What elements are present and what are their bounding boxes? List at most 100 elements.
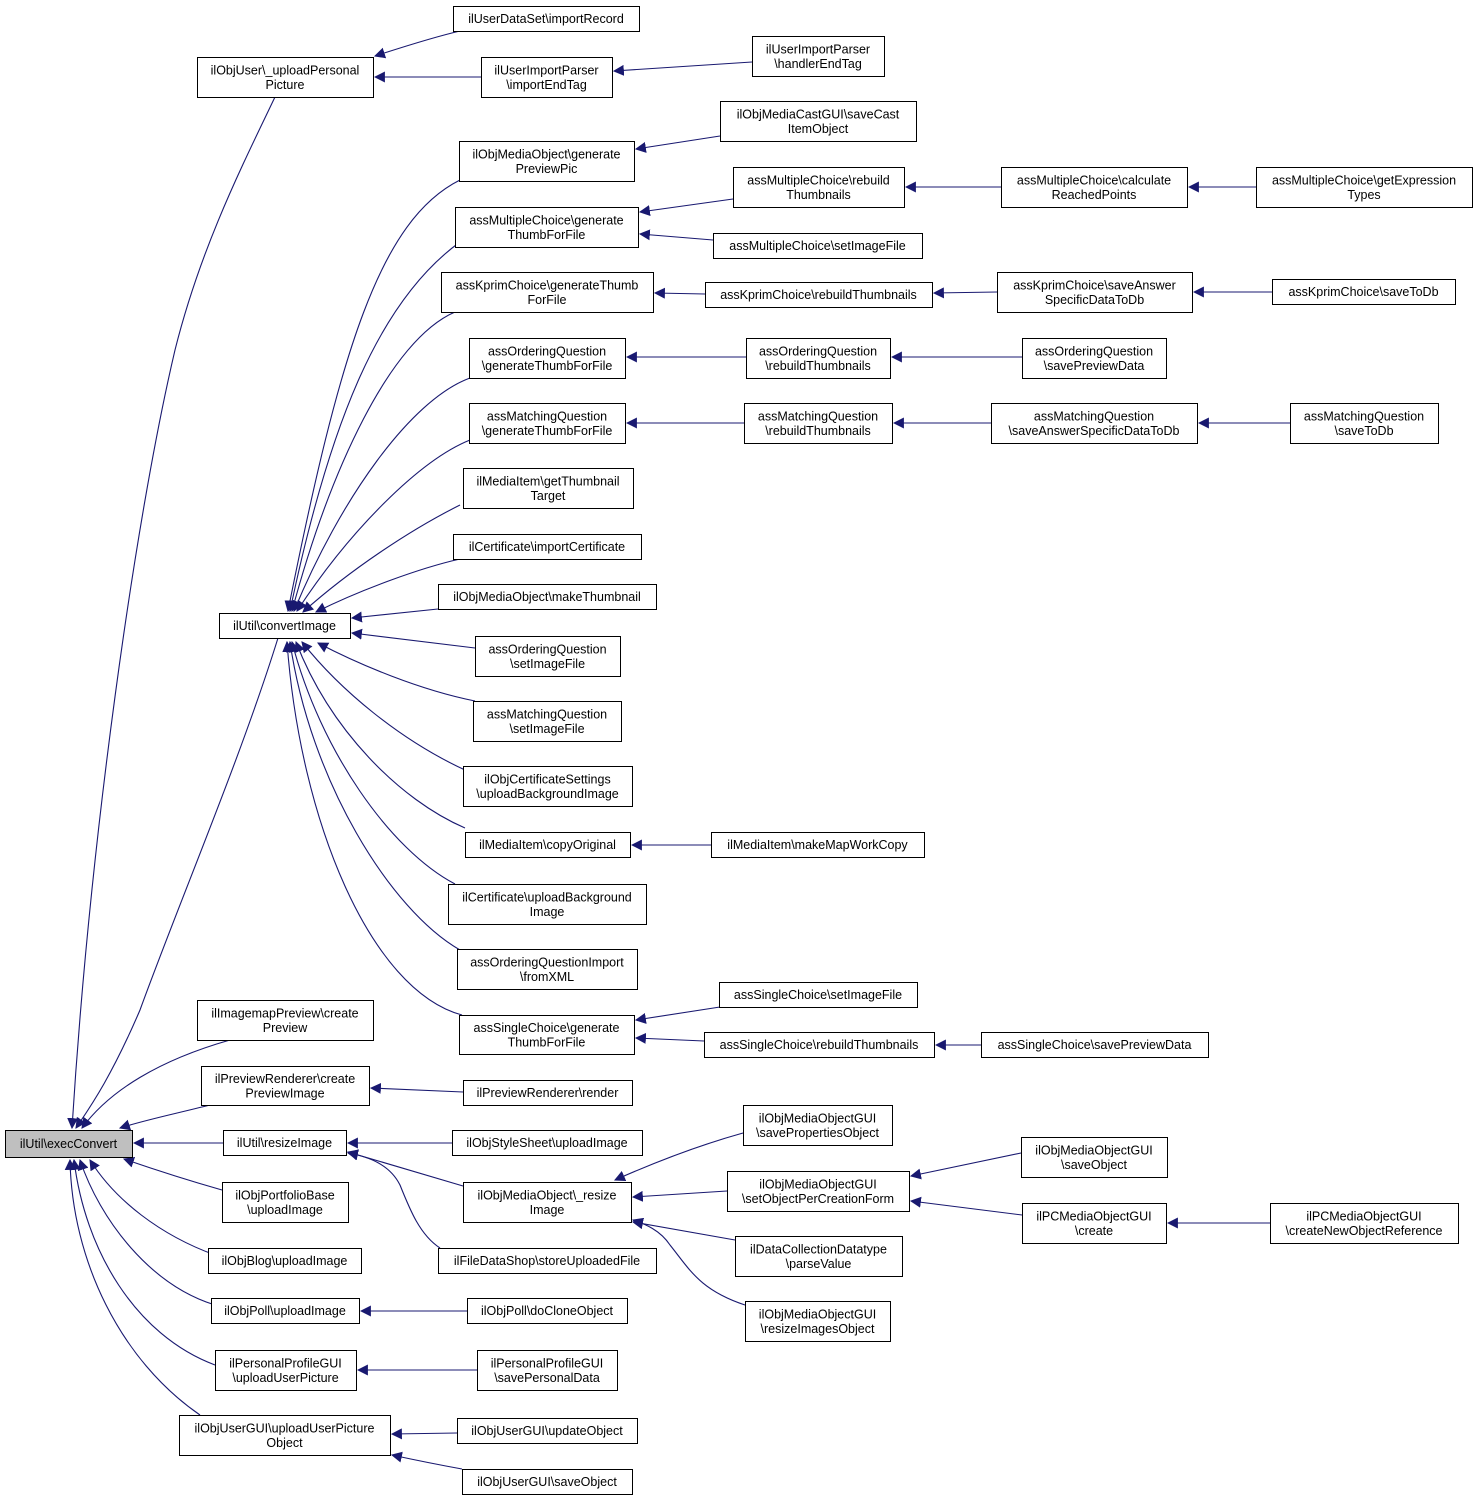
node-mc-rebuild-thumbs[interactable]: assMultipleChoice\rebuildThumbnails: [733, 167, 905, 208]
node-kp-save-to-db[interactable]: assKprimChoice\saveToDb: [1272, 279, 1456, 305]
node-label: assOrderingQuestion: [1035, 344, 1153, 358]
node-mq-save-to-db[interactable]: assMatchingQuestion\saveToDb: [1290, 403, 1439, 444]
node-poll-upload[interactable]: ilObjPoll\uploadImage: [211, 1298, 360, 1324]
node-sc-generate-thumb[interactable]: assSingleChoice\generateThumbForFile: [459, 1015, 635, 1055]
node-user-gui-update[interactable]: ilObjUserGUI\updateObject: [457, 1418, 638, 1444]
node-profile-save[interactable]: ilPersonalProfileGUI\savePersonalData: [477, 1350, 618, 1391]
node-sc-rebuild-thumbs[interactable]: assSingleChoice\rebuildThumbnails: [704, 1032, 935, 1058]
node-cert-settings-upload[interactable]: ilObjCertificateSettings\uploadBackgroun…: [463, 766, 633, 807]
node-user-gui-save[interactable]: ilObjUserGUI\saveObject: [462, 1469, 633, 1495]
node-mi-copy-original[interactable]: ilMediaItem\copyOriginal: [465, 832, 631, 858]
node-label: ilObjPoll\doCloneObject: [481, 1304, 614, 1318]
node-mog-resize-images[interactable]: ilObjMediaObjectGUI\resizeImagesObject: [745, 1301, 891, 1342]
node-mog-save-props[interactable]: ilObjMediaObjectGUI\savePropertiesObject: [743, 1105, 893, 1146]
node-label: ilMediaItem\getThumbnail: [476, 474, 619, 488]
node-label: assKprimChoice\saveToDb: [1288, 285, 1438, 299]
edge-kp-generate-thumb-to-convert-image: [289, 311, 456, 613]
node-oq-generate-thumb[interactable]: assOrderingQuestion\generateThumbForFile: [469, 338, 626, 379]
node-box: [215, 1350, 357, 1391]
node-profile-upload[interactable]: ilPersonalProfileGUI\uploadUserPicture: [215, 1350, 357, 1391]
node-import-record[interactable]: ilUserDataSet\importRecord: [453, 6, 640, 32]
node-mo-resize[interactable]: ilObjMediaObject\_resizeImage: [463, 1182, 632, 1223]
node-label: assOrderingQuestion: [759, 344, 877, 358]
edge-convert-image-to-exec-convert: [75, 637, 279, 1129]
node-cert-upload-bg[interactable]: ilCertificate\uploadBackgroundImage: [448, 884, 647, 925]
node-blog-upload[interactable]: ilObjBlog\uploadImage: [208, 1248, 362, 1274]
node-pcmog-create-new[interactable]: ilPCMediaObjectGUI\createNewObjectRefere…: [1270, 1203, 1459, 1244]
edge-blog-upload-to-exec-convert: [89, 1159, 216, 1256]
edge-mog-save-object-to-mog-set-obj-per: [909, 1152, 1022, 1180]
node-label: \saveToDb: [1334, 424, 1393, 438]
node-oq-import-from-xml[interactable]: assOrderingQuestionImport\fromXML: [457, 949, 638, 990]
node-poll-clone[interactable]: ilObjPoll\doCloneObject: [467, 1298, 628, 1324]
node-exec-convert[interactable]: ilUtil\execConvert: [5, 1130, 133, 1158]
node-box: [448, 884, 647, 925]
node-label: assMatchingQuestion: [1034, 409, 1154, 423]
node-box: [745, 1301, 891, 1342]
node-label: \saveObject: [1061, 1158, 1128, 1172]
edge-handler-end-tag-to-import-end-tag: [612, 61, 753, 76]
node-import-end-tag[interactable]: ilUserImportParser\importEndTag: [481, 57, 613, 98]
node-label: assMultipleChoice\generate: [469, 213, 623, 227]
node-mq-set-image-file[interactable]: assMatchingQuestion\setImageFile: [473, 701, 622, 742]
node-mc-set-image-file[interactable]: assMultipleChoice\setImageFile: [713, 233, 923, 259]
node-mq-generate-thumb[interactable]: assMatchingQuestion\generateThumbForFile: [469, 403, 626, 444]
node-label: ilPreviewRenderer\render: [477, 1086, 619, 1100]
node-mq-rebuild-thumbs[interactable]: assMatchingQuestion\rebuildThumbnails: [744, 403, 893, 444]
node-kp-generate-thumb[interactable]: assKprimChoice\generateThumbForFile: [441, 272, 654, 313]
node-mo-make-thumb[interactable]: ilObjMediaObject\makeThumbnail: [438, 584, 657, 610]
edge-sc-generate-thumb-to-convert-image: [282, 640, 463, 1016]
node-oq-save-preview[interactable]: assOrderingQuestion\savePreviewData: [1022, 338, 1167, 379]
node-mog-save-object[interactable]: ilObjMediaObjectGUI\saveObject: [1021, 1137, 1168, 1178]
node-pcmog-create[interactable]: ilPCMediaObjectGUI\create: [1022, 1203, 1167, 1244]
node-prev-render[interactable]: ilPreviewRenderer\render: [463, 1080, 633, 1106]
edge-import-record-to-upload-personal-picture: [373, 30, 461, 59]
node-kp-save-answer[interactable]: assKprimChoice\saveAnswerSpecificDataToD…: [997, 272, 1193, 313]
node-style-upload[interactable]: ilObjStyleSheet\uploadImage: [452, 1130, 643, 1156]
node-box: [997, 272, 1193, 313]
node-sc-save-preview[interactable]: assSingleChoice\savePreviewData: [981, 1032, 1209, 1058]
node-box: [462, 1469, 633, 1495]
node-oq-set-image-file[interactable]: assOrderingQuestion\setImageFile: [475, 636, 621, 677]
node-file-data-shop[interactable]: ilFileDataShop\storeUploadedFile: [438, 1248, 657, 1274]
node-resize-image[interactable]: ilUtil\resizeImage: [223, 1130, 347, 1156]
edge-portfolio-upload-to-exec-convert: [122, 1157, 223, 1191]
node-label: \uploadImage: [247, 1203, 323, 1217]
edge-file-data-shop-to-resize-image: [346, 1149, 441, 1249]
node-handler-end-tag[interactable]: ilUserImportParser\handlerEndTag: [752, 36, 885, 77]
node-oq-rebuild-thumbs[interactable]: assOrderingQuestion\rebuildThumbnails: [746, 338, 891, 379]
node-mog-set-obj-per[interactable]: ilObjMediaObjectGUI\setObjectPerCreation…: [727, 1171, 910, 1212]
node-label: SpecificDataToDb: [1045, 293, 1144, 307]
node-mc-generate-thumb[interactable]: assMultipleChoice\generateThumbForFile: [455, 207, 639, 248]
node-box: [705, 282, 933, 308]
node-kp-rebuild-thumbs[interactable]: assKprimChoice\rebuildThumbnails: [705, 282, 933, 308]
node-box: [197, 57, 374, 98]
node-label: ilMediaItem\makeMapWorkCopy: [727, 838, 908, 852]
node-mi-make-map-work-copy[interactable]: ilMediaItem\makeMapWorkCopy: [711, 832, 925, 858]
node-box: [222, 1182, 349, 1223]
node-mq-save-answer[interactable]: assMatchingQuestion\saveAnswerSpecificDa…: [991, 403, 1198, 444]
node-label: assOrderingQuestionImport: [470, 955, 624, 969]
node-box: [467, 1298, 628, 1324]
node-cert-import[interactable]: ilCertificate\importCertificate: [453, 534, 642, 560]
edge-upload-personal-picture-to-exec-convert: [67, 96, 276, 1130]
node-dc-parse-value[interactable]: ilDataCollectionDatatype\parseValue: [735, 1236, 903, 1277]
node-portfolio-upload[interactable]: ilObjPortfolioBase\uploadImage: [222, 1182, 349, 1223]
node-box: [469, 338, 626, 379]
node-label: assMultipleChoice\rebuild: [747, 173, 889, 187]
node-label: Thumbnails: [786, 188, 851, 202]
edge-sc-rebuild-thumbs-to-sc-generate-thumb: [634, 1032, 705, 1044]
node-sc-set-image-file[interactable]: assSingleChoice\setImageFile: [719, 982, 918, 1008]
node-layer: ilUtil\execConvert ilObjUser\_uploadPerso…: [5, 6, 1473, 1495]
node-label: Image: [530, 1203, 565, 1217]
node-convert-image[interactable]: ilUtil\convertImage: [219, 613, 351, 639]
